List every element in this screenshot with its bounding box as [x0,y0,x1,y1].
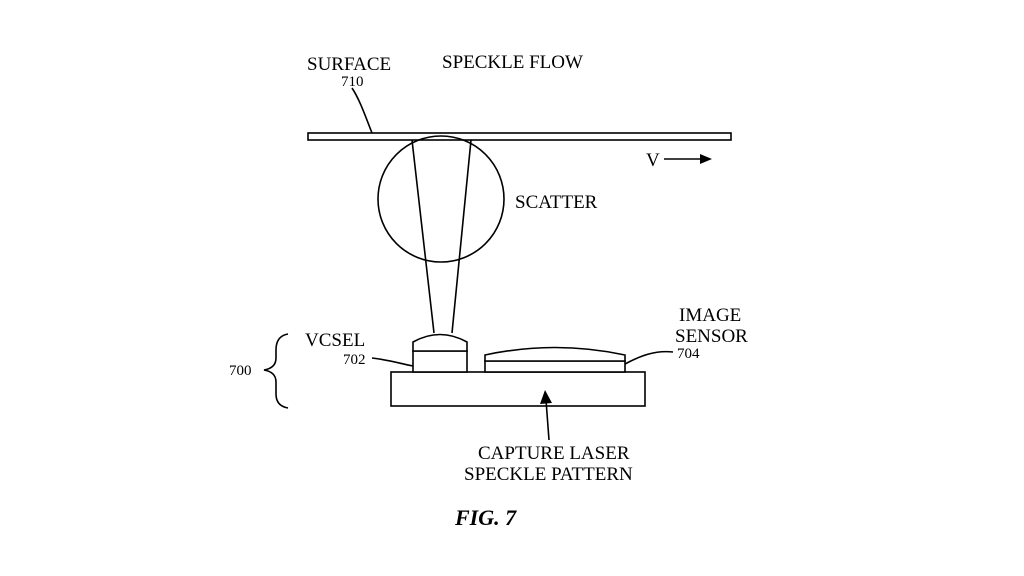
capture-label-line1: CAPTURE LASER [478,443,630,464]
surface-label: SURFACE [307,54,391,75]
capture-label-line2: SPECKLE PATTERN [464,464,633,485]
image-sensor-label-line2: SENSOR [675,326,748,347]
image-sensor-dome [484,346,626,362]
vcsel-body [412,350,468,373]
assembly-ref-number: 700 [229,363,252,379]
figure-caption: FIG. 7 [454,505,517,530]
surface-plate [307,132,732,141]
capture-arrowhead [540,390,552,404]
vcsel-leader-line [371,357,414,367]
assembly-brace [263,333,289,409]
substrate [390,371,646,407]
image-sensor-base [484,360,626,373]
capture-arrow-shaft [545,399,550,441]
vcsel-lens [412,333,468,352]
beam-left-edge [411,139,435,334]
image-sensor-label-line1: IMAGE [679,305,741,326]
vcsel-label: VCSEL [305,330,365,351]
scatter-label: SCATTER [515,192,598,213]
beam-right-edge [451,139,472,334]
scatter-circle [377,135,505,263]
surface-leader-line [351,87,373,134]
vcsel-ref-number: 702 [343,352,366,368]
image-sensor-leader-line [624,350,674,365]
velocity-arrowhead [700,154,712,164]
speckle-flow-label: SPECKLE FLOW [442,52,583,73]
surface-ref-number: 710 [341,74,364,90]
image-sensor-ref-number: 704 [677,346,700,362]
velocity-label: V [646,150,660,171]
